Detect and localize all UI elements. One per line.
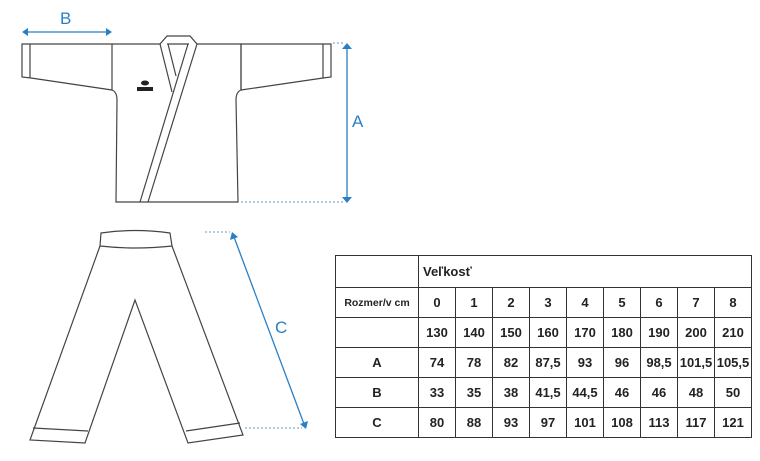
row-header: Rozmer/v cm [335,287,419,318]
height-cell: 180 [603,317,641,348]
value-cell: 96 [603,347,641,378]
value-cell: 41,5 [529,377,567,408]
value-cell: 93 [492,407,530,438]
value-cell: 48 [677,377,715,408]
height-cell: 170 [566,317,604,348]
value-cell: 88 [455,407,493,438]
height-cell: 130 [418,317,456,348]
value-cell: 121 [714,407,752,438]
value-cell: 98,5 [640,347,678,378]
brand-logo-icon [137,80,153,91]
value-cell: 46 [640,377,678,408]
jacket [21,35,332,203]
value-cell: 33 [418,377,456,408]
label-c: C [275,318,288,337]
value-cell: 113 [640,407,678,438]
empty-cell [335,255,419,288]
value-cell: 97 [529,407,567,438]
value-cell: 101 [566,407,604,438]
value-cell: 80 [418,407,456,438]
value-cell: 50 [714,377,752,408]
size-cell: 7 [677,287,715,318]
empty-cell [335,317,419,348]
dimension-a [241,42,352,203]
value-cell: 117 [677,407,715,438]
value-cell: 105,5 [714,347,752,378]
value-cell: 78 [455,347,493,378]
pants [29,229,244,444]
height-cell: 210 [714,317,752,348]
value-cell: 101,5 [677,347,715,378]
height-cell: 140 [455,317,493,348]
height-cell: 200 [677,317,715,348]
row-label: B [335,377,419,408]
value-cell: 46 [603,377,641,408]
size-title: Veľkosť [418,255,752,288]
value-cell: 87,5 [529,347,567,378]
size-cell: 1 [455,287,493,318]
row-label: C [335,407,419,438]
value-cell: 35 [455,377,493,408]
value-cell: 93 [566,347,604,378]
value-cell: 38 [492,377,530,408]
dimension-c [205,231,308,429]
height-cell: 190 [640,317,678,348]
value-cell: 108 [603,407,641,438]
dimension-b [22,28,112,36]
size-cell: 8 [714,287,752,318]
height-cell: 160 [529,317,567,348]
row-label: A [335,347,419,378]
value-cell: 44,5 [566,377,604,408]
size-cell: 6 [640,287,678,318]
height-cell: 150 [492,317,530,348]
size-cell: 4 [566,287,604,318]
value-cell: 82 [492,347,530,378]
size-cell: 2 [492,287,530,318]
size-cell: 3 [529,287,567,318]
label-b: B [60,9,72,28]
size-cell: 5 [603,287,641,318]
value-cell: 74 [418,347,456,378]
size-cell: 0 [418,287,456,318]
label-a: A [352,112,364,131]
